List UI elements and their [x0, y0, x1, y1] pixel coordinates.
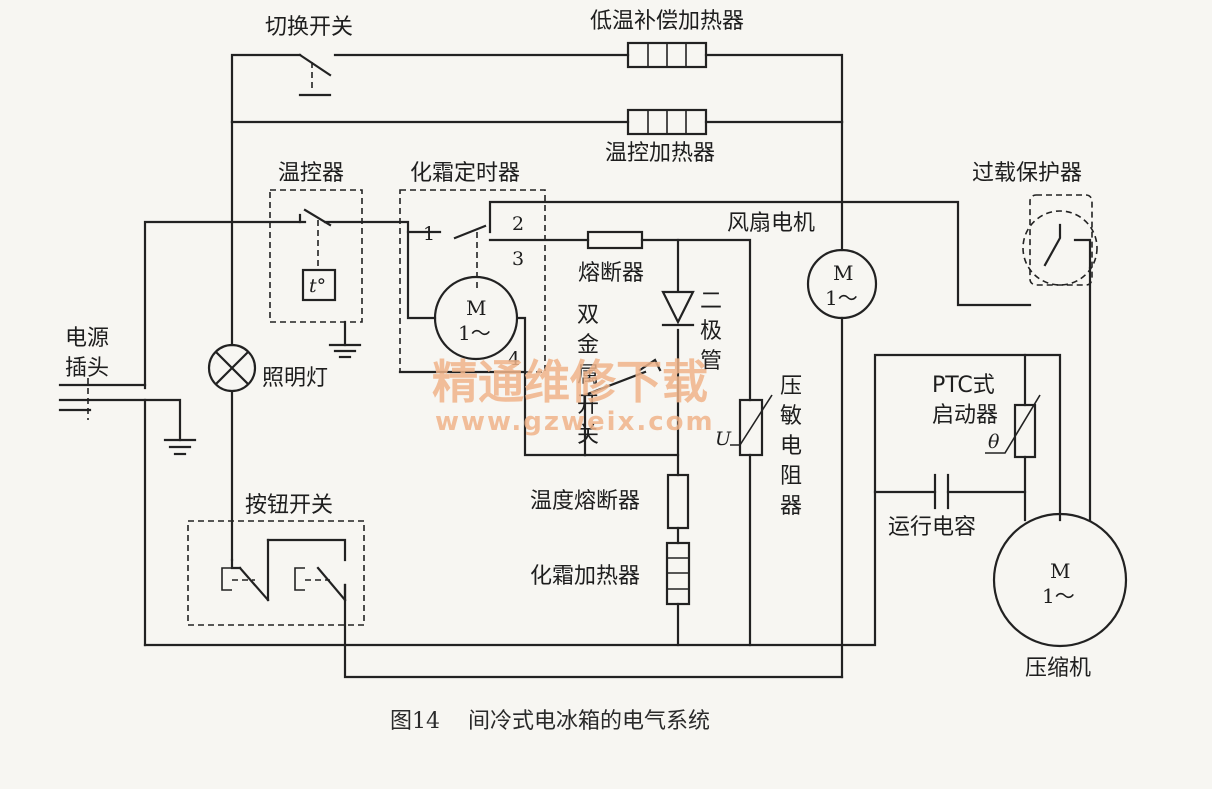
fan-motor-label: 风扇电机: [727, 211, 815, 236]
ptc-starter-symbol: [985, 394, 1041, 459]
changeover-switch-label: 切换开关: [265, 15, 353, 40]
fan-motor-m: M: [833, 261, 853, 285]
fuse-label: 熔断器: [578, 261, 644, 286]
timer-motor-icon: [433, 275, 519, 361]
thermostat-switch-symbol: [301, 208, 337, 302]
defrost-timer-label: 化霜定时器: [410, 161, 520, 186]
bimetal-switch-symbol: [583, 358, 662, 457]
figure-caption: 图14 间冷式电冰箱的电气系统: [390, 709, 710, 734]
capacitor-symbol: [933, 473, 950, 510]
power-plug-label: 电源插头: [65, 326, 109, 381]
lamp-icon: [207, 343, 257, 393]
timer-pin-1: 1: [423, 223, 435, 245]
wiring: [143, 53, 1092, 679]
temp-symbol: t°: [309, 275, 326, 297]
thermostat-heater-symbol: [626, 108, 708, 136]
overload-protector-symbol: [1022, 194, 1098, 286]
compressor-motor-icon: [992, 512, 1128, 648]
timer-switch-symbol: [453, 224, 487, 290]
fan-motor-phase: 1～: [825, 286, 858, 310]
fuse-symbol: [586, 230, 644, 250]
diode-symbol: [661, 290, 695, 327]
varistor-symbol: [730, 394, 773, 457]
bimetal-switch-label: 双金属开关: [577, 303, 599, 448]
run-capacitor-label: 运行电容: [888, 515, 976, 540]
defrost-timer-box: [399, 189, 546, 373]
timer-pin-3: 3: [512, 248, 524, 270]
thermostat-box: [269, 189, 363, 323]
button-switch-label: 按钮开关: [245, 493, 333, 518]
button-switch-box: [187, 520, 365, 626]
watermark-cn: 精通维修下载: [432, 355, 708, 409]
thermostat-label: 温控器: [278, 161, 344, 186]
changeover-switch-symbol: [298, 53, 332, 97]
timer-pin-2: 2: [512, 213, 524, 235]
ground-icon: [328, 343, 362, 359]
defrost-heater-symbol: [665, 541, 691, 606]
compressor-phase: 1～: [1042, 584, 1075, 608]
watermark-url: www.gzweix.com: [435, 407, 715, 437]
timer-motor-phase: 1～: [458, 321, 491, 345]
low-temp-heater-symbol: [626, 41, 708, 69]
diode-label: 二极管: [700, 289, 722, 374]
defrost-heater-label: 化霜加热器: [530, 564, 640, 589]
compressor-label: 压缩机: [1025, 656, 1091, 681]
u-symbol: U: [715, 428, 732, 450]
timer-pin-4: 4: [508, 348, 520, 370]
thermal-fuse-label: 温度熔断器: [530, 489, 640, 514]
compressor-m: M: [1050, 559, 1070, 583]
ptc-starter-label: PTC式启动器: [932, 373, 998, 428]
plug-ground-icon: [58, 378, 197, 456]
labels: 切换开关 低温补偿加热器 温控加热器 温控器 化霜定时器 过载保护器 风扇电机 …: [65, 9, 1091, 734]
thermal-fuse-symbol: [666, 473, 690, 530]
theta-symbol: θ: [988, 431, 1000, 453]
overload-protector-label: 过载保护器: [972, 161, 1082, 186]
varistor-label: 压敏电阻器: [780, 374, 802, 519]
fan-motor-icon: [806, 248, 878, 320]
watermark: 精通维修下载 www.gzweix.com: [432, 355, 715, 437]
button-switch-symbol: [221, 566, 347, 602]
low-temp-heater-label: 低温补偿加热器: [590, 9, 744, 34]
timer-motor-m: M: [466, 296, 486, 320]
thermostat-heater-label: 温控加热器: [605, 141, 715, 166]
lamp-label: 照明灯: [262, 366, 328, 391]
